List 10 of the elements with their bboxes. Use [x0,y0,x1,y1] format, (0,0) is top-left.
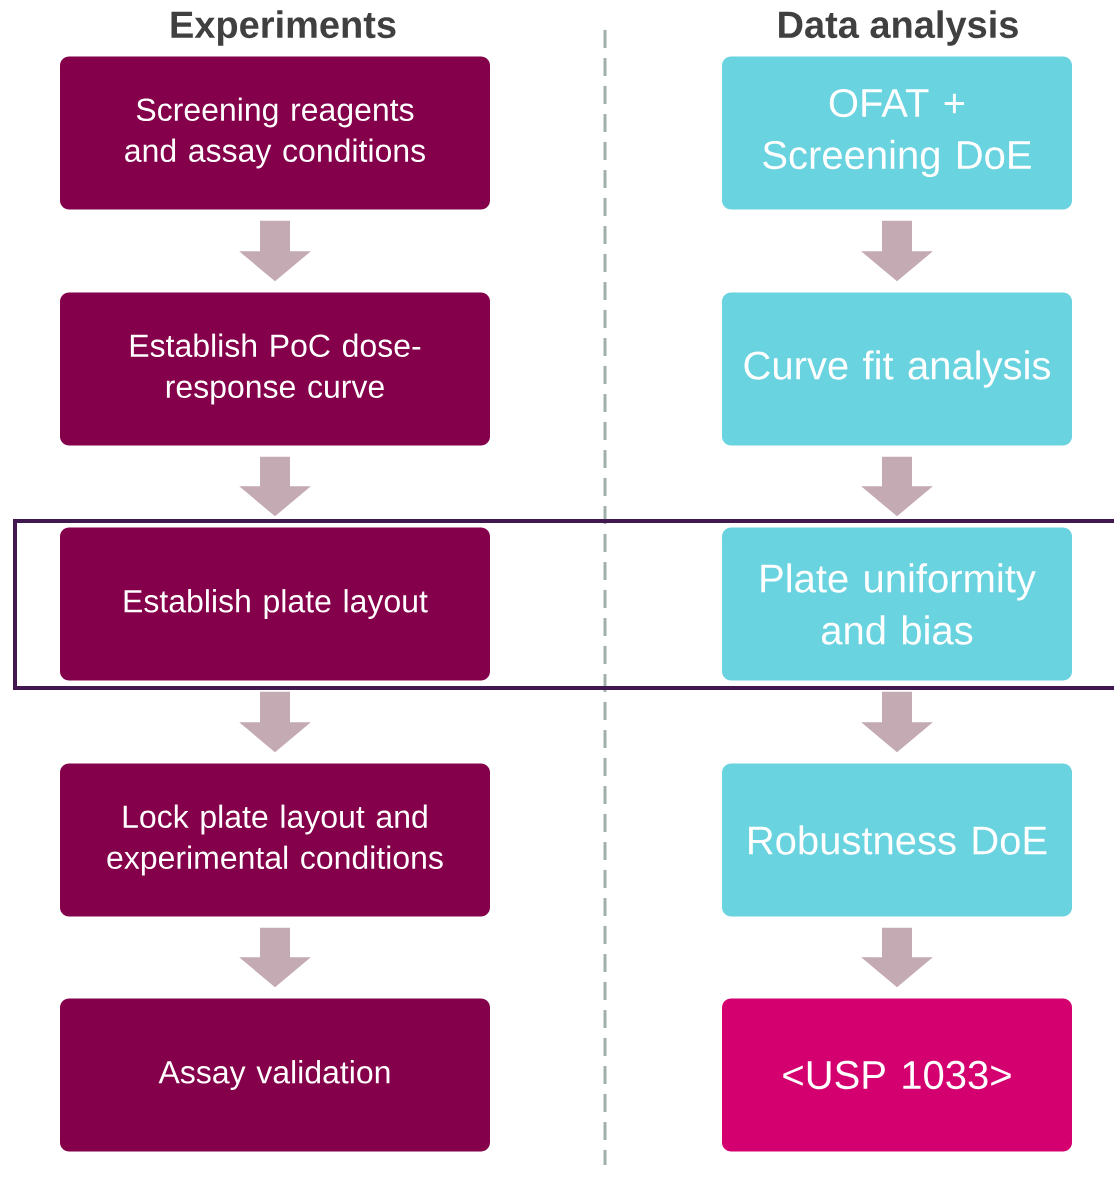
process-box: Plate uniformity and bias [722,527,1072,681]
process-box: Establish PoC dose-response curve [60,292,490,446]
process-box: Screening reagents and assay conditions [60,56,490,210]
process-box: Lock plate layout and experimental conditions [60,763,490,917]
process-box: <USP 1033> [722,998,1072,1152]
process-box: Assay validation [60,998,490,1152]
process-box: Curve fit analysis [722,292,1072,446]
process-box: Establish plate layout [60,527,490,681]
process-box: Robustness DoE [722,763,1072,917]
process-box: OFAT + Screening DoE [722,56,1072,210]
